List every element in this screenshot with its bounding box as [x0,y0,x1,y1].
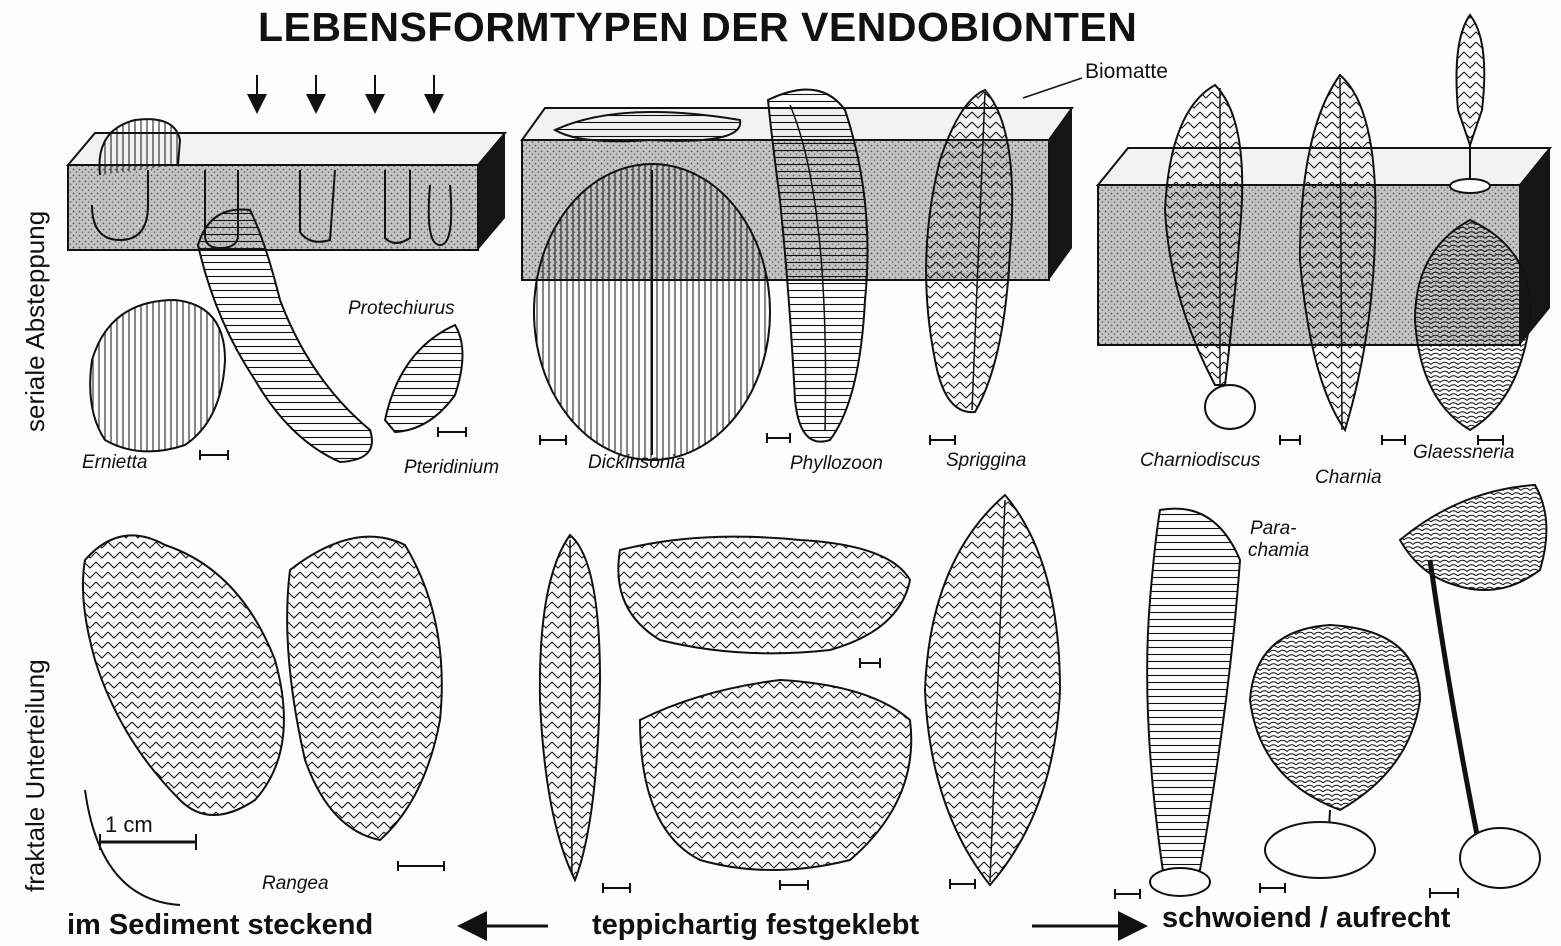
row-label-top: seriale Absteppung [20,211,51,432]
parachamia-drawing [1147,509,1240,896]
label-parachamia-line2: chamia [1248,540,1309,562]
label-phyllozoon: Phyllozoon [790,453,883,475]
sediment-block-left [68,119,505,250]
label-spriggina: Spriggina [946,450,1026,472]
plate-title: LEBENSFORMTYPEN DER VENDOBIONTEN [258,4,1137,51]
charnia-drawing [1300,75,1376,430]
label-dickinsonia: Dickinsonia [588,452,685,474]
label-ernietta: Ernietta [82,452,147,474]
ernietta-drawing [90,300,225,451]
leaf-frond-drawing [925,495,1060,885]
pteridinium-drawing [385,325,463,432]
lifestyle-middle: teppichartig festgeklebt [592,909,919,942]
biomatte-label: Biomatte [1085,60,1168,84]
mat-colony-drawing [618,537,911,870]
label-parachamia-line1: Para- [1250,518,1296,540]
label-pteridinium: Pteridinium [404,457,499,479]
biomatte-leader [1023,78,1082,98]
rangea-drawing [83,535,442,905]
label-charniodiscus: Charniodiscus [1140,450,1260,472]
label-protechiurus: Protechiurus [348,298,455,320]
label-rangea: Rangea [262,873,329,895]
scale-label: 1 cm [105,812,153,838]
lifestyle-left: im Sediment steckend [67,909,373,942]
lifestyle-right: schwoiend / aufrecht [1162,902,1450,935]
label-glaessneria: Glaessneria [1413,442,1514,464]
label-charnia: Charnia [1315,467,1382,489]
sediment-arrows [257,75,434,112]
pteridinium-frond-drawing [540,535,600,880]
row-label-bottom: fraktale Unterteilung [20,659,51,892]
